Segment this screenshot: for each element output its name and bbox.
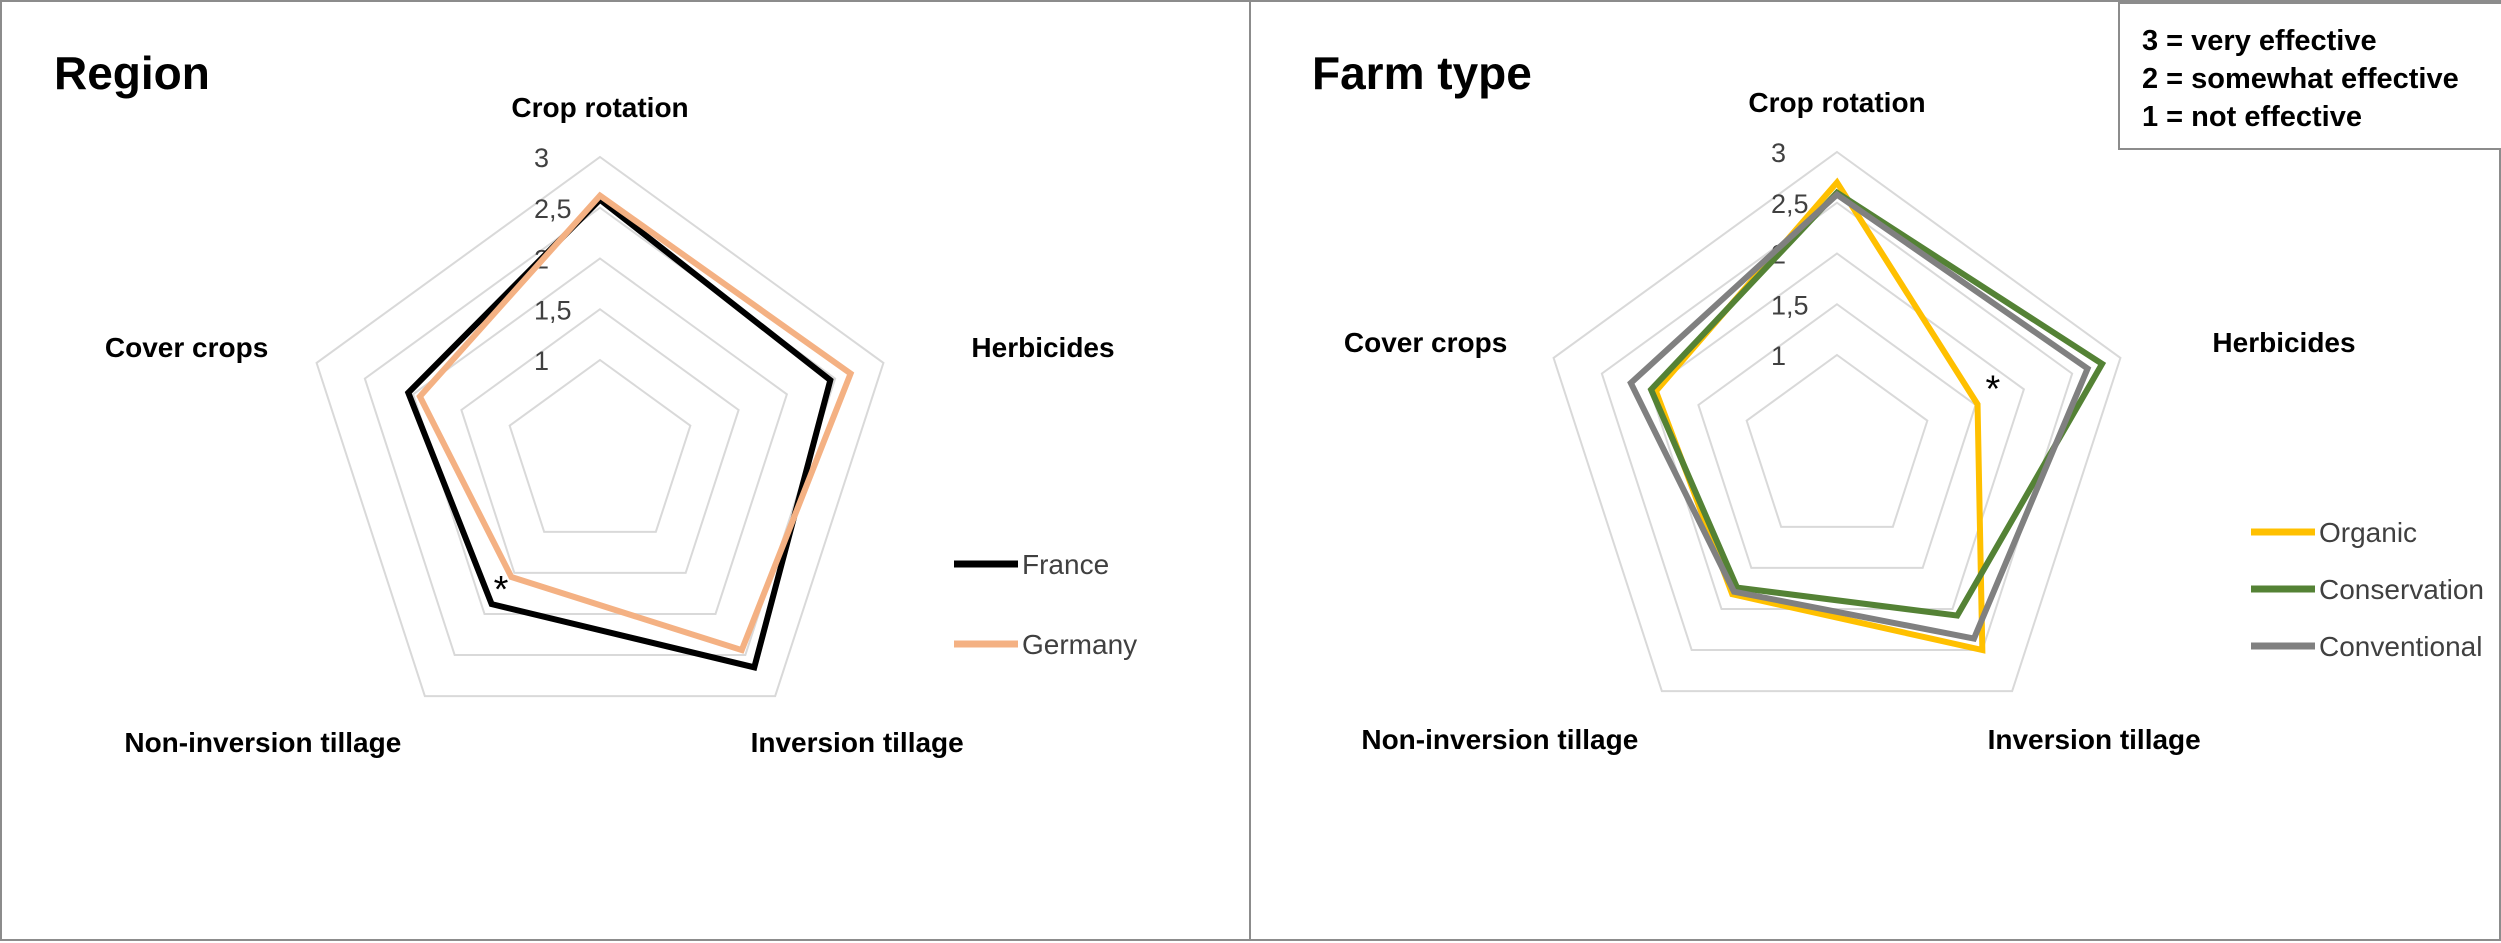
axis-label-crop-rotation: Crop rotation xyxy=(511,92,688,123)
axis-label-cover-crops: Cover crops xyxy=(1344,327,1507,358)
axis-label-cover-crops: Cover crops xyxy=(105,332,268,363)
effectiveness-scale-legend: 3 = very effective 2 = somewhat effectiv… xyxy=(2118,2,2501,150)
tick-label: 2,5 xyxy=(534,194,572,224)
grid-ring-5 xyxy=(1552,150,2122,693)
legend-label-conventional: Conventional xyxy=(2319,631,2482,662)
axis-label-inversion-tillage: Inversion tillage xyxy=(1988,724,2201,755)
grid-ring-2 xyxy=(460,308,740,574)
series-line-france xyxy=(404,195,834,671)
series-line-conservation xyxy=(1647,188,2107,619)
grid-ring-5 xyxy=(315,155,885,698)
grid-ring-1 xyxy=(508,358,692,533)
tick-label: 3 xyxy=(534,143,549,173)
tick-label: 1,5 xyxy=(534,295,572,325)
tick-label: 1 xyxy=(1771,341,1786,371)
legend-label-germany: Germany xyxy=(1022,629,1137,660)
axis-label-non-inversion-tillage: Non-inversion tillage xyxy=(124,727,401,758)
scale-line-not-effective: 1 = not effective xyxy=(2142,101,2362,133)
region-chart-title: Region xyxy=(54,47,210,99)
scale-line-somewhat-effective: 2 = somewhat effective xyxy=(2142,63,2459,95)
axis-label-herbicides: Herbicides xyxy=(2212,327,2355,358)
farm-type-chart-title: Farm type xyxy=(1312,47,1532,99)
axis-label-non-inversion-tillage: Non-inversion tillage xyxy=(1361,724,1638,755)
axis-label-inversion-tillage: Inversion tillage xyxy=(751,727,964,758)
tick-label: 3 xyxy=(1771,138,1786,168)
axis-label-herbicides: Herbicides xyxy=(971,332,1114,363)
legend-label-france: France xyxy=(1022,549,1109,580)
grid-ring-2 xyxy=(1697,303,1977,569)
tick-label: 1,5 xyxy=(1771,290,1809,320)
significance-asterisk: * xyxy=(494,569,509,611)
legend-label-organic: Organic xyxy=(2319,517,2417,548)
tick-label: 1 xyxy=(534,346,549,376)
axis-label-crop-rotation: Crop rotation xyxy=(1748,87,1925,118)
tick-label: 2,5 xyxy=(1771,189,1809,219)
series-line-conventional xyxy=(1627,190,2092,642)
scale-line-very-effective: 3 = very effective xyxy=(2142,25,2377,57)
significance-asterisk: * xyxy=(1986,368,2001,410)
grid-ring-4 xyxy=(1600,201,2074,652)
grid-ring-1 xyxy=(1745,353,1929,528)
legend-label-conservation: Conservation xyxy=(2319,574,2484,605)
series-line-germany xyxy=(416,191,855,654)
